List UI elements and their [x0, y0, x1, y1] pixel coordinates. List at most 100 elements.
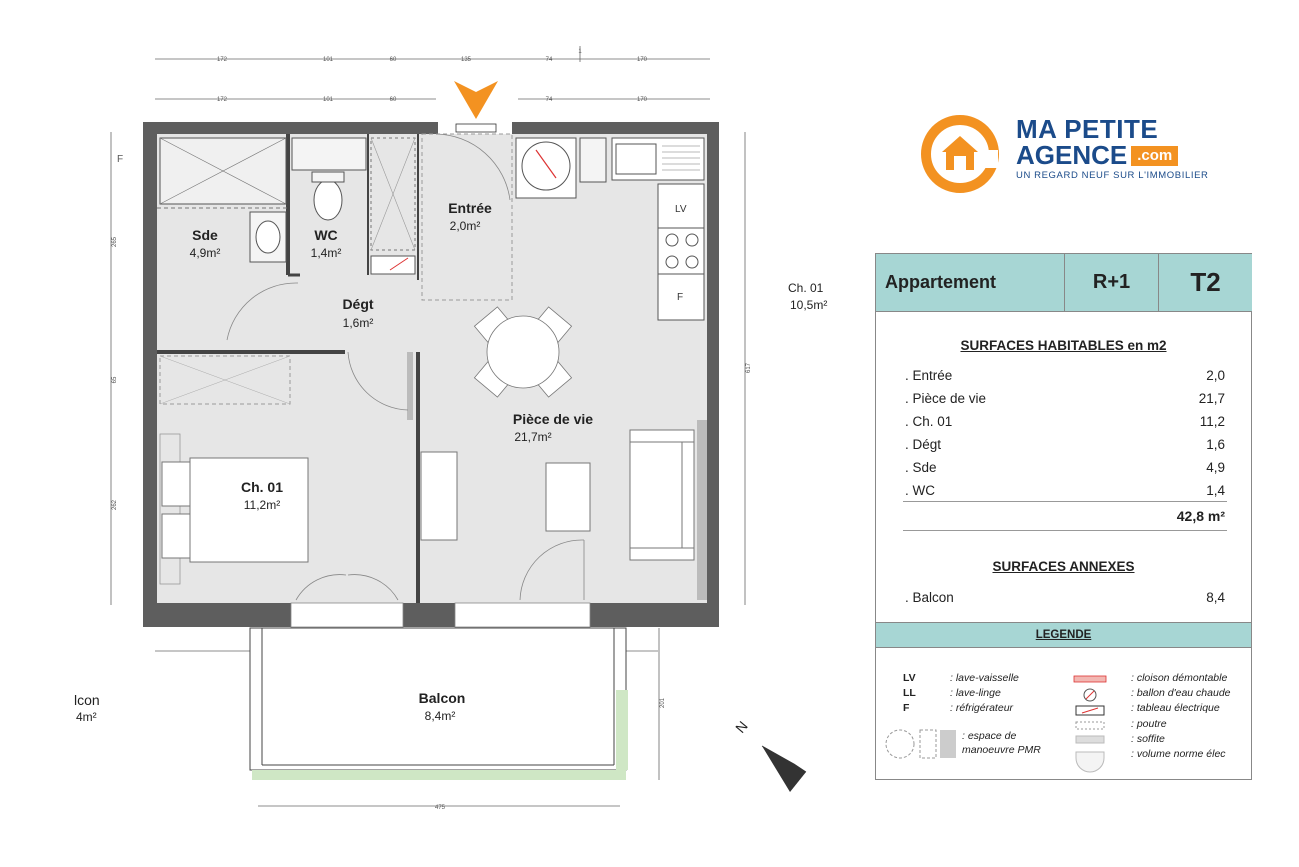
logo-line1: MA PETITE: [1016, 114, 1159, 144]
legend-desc: : lave-linge: [950, 687, 1001, 699]
floor-plan: 172 101 60 135 74 170 1 172 101 60 74 17…: [74, 46, 827, 811]
row-value: 4,9: [1206, 460, 1225, 475]
outside-ch01-area: 10,5m²: [790, 298, 827, 312]
row-value: 21,7: [1198, 391, 1225, 406]
dim-left-2: 65: [112, 376, 118, 383]
north-arrow-icon: N: [732, 718, 807, 792]
logo-badge: .com: [1131, 146, 1179, 166]
surfaces-panel: Appartement R+1 T2 SURFACES HABITABLES e…: [875, 253, 1252, 780]
room-sde-area: 4,9m²: [190, 246, 221, 260]
house-logo-icon: [921, 115, 999, 193]
habitable-total: 42,8 m²: [1176, 508, 1225, 524]
logo-line2-text: AGENCE: [1016, 140, 1128, 170]
legend-pmr: : espace de manoeuvre PMR: [962, 730, 1041, 756]
pmr-symbol-icon: [885, 729, 956, 759]
dining-table: [473, 306, 573, 398]
partition-icon: [1073, 675, 1107, 683]
room-wc-name: WC: [314, 227, 337, 243]
entrance-arrow-icon: [454, 81, 498, 119]
annexes-title: SURFACES ANNEXES: [992, 559, 1135, 574]
dim-top2-2: 101: [323, 97, 334, 103]
legend-title: LEGENDE: [1035, 629, 1092, 641]
legend-symbols: [1073, 675, 1107, 773]
room-ch01-area: 11,2m²: [244, 498, 280, 512]
room-ch01-name: Ch. 01: [241, 479, 283, 495]
dim-top2-4: 74: [546, 97, 553, 103]
habitable-title: SURFACES HABITABLES en m2: [960, 338, 1167, 353]
row-value: 2,0: [1206, 368, 1225, 383]
legend-symbol-desc: : tableau électrique: [1131, 702, 1220, 714]
lv-mark: LV: [675, 204, 687, 215]
legend-header: LEGENDE: [876, 622, 1251, 648]
legend-symbol-desc: : soffite: [1131, 733, 1165, 745]
interior-walls: [157, 134, 420, 603]
row-value: 1,4: [1206, 483, 1225, 498]
dimension-lines-top: [155, 46, 710, 100]
balcony-slab: [249, 627, 627, 771]
room-piece-area: 21,7m²: [514, 430, 551, 444]
dim-top2-5: 170: [637, 97, 648, 103]
dim-right: 617: [746, 362, 752, 373]
soffit-icon: [1075, 735, 1105, 744]
dim-top-4: 135: [461, 57, 472, 63]
outside-ch01-name: Ch. 01: [788, 281, 824, 295]
room-sde-name: Sde: [192, 227, 218, 243]
room-piece-name: Pièce de vie: [513, 411, 593, 427]
row-label: . Sde: [905, 460, 937, 475]
room-balcon-area: 8,4m²: [425, 709, 456, 723]
dim-left-3: 262: [112, 499, 118, 510]
room-entree-area: 2,0m²: [450, 219, 481, 233]
room-balcon-name: Balcon: [419, 690, 466, 706]
divider: [903, 501, 1227, 502]
row-value: 11,2: [1199, 414, 1225, 429]
row-label: . WC: [905, 483, 935, 498]
row-label: . Ch. 01: [905, 414, 953, 429]
panel-header: Appartement R+1 T2: [876, 254, 1252, 312]
legend-symbol-desc: : cloison démontable: [1131, 672, 1228, 684]
agency-logo: MA PETITE AGENCE.com UN REGARD NEUF SUR …: [918, 112, 1218, 198]
legend-code: LV: [903, 672, 916, 684]
logo-line2: AGENCE.com: [1016, 140, 1179, 171]
electric-panel-icon: [1075, 705, 1105, 716]
room-degt-name: Dégt: [342, 296, 373, 312]
row-label: . Balcon: [905, 590, 954, 605]
row-label: . Pièce de vie: [905, 391, 987, 406]
apartment-typology: T2: [1159, 254, 1252, 311]
apartment-level: R+1: [1065, 254, 1159, 311]
outside-balcon-name: lcon: [74, 692, 100, 708]
electric-volume-icon: [1075, 751, 1105, 773]
legend-code: LL: [903, 687, 916, 699]
fridge-mark-left: F: [117, 154, 123, 165]
dim-top-2: 101: [323, 57, 334, 63]
row-label: . Dégt: [905, 437, 942, 452]
room-entree-name: Entrée: [448, 200, 492, 216]
legend-desc: : réfrigérateur: [950, 702, 1014, 714]
exterior-walls: [143, 122, 719, 627]
room-degt-area: 1,6m²: [343, 316, 374, 330]
entrance-door-marker: [455, 123, 497, 133]
dim-top-marker: 1: [578, 49, 582, 55]
dim-left-1: 265: [112, 236, 118, 247]
room-wc-area: 1,4m²: [311, 246, 342, 260]
row-label: . Entrée: [905, 368, 953, 383]
apartment-label: Appartement: [876, 254, 1065, 311]
dim-top2-3: 60: [390, 97, 397, 103]
logo-tagline: UN REGARD NEUF SUR L'IMMOBILIER: [1016, 170, 1209, 181]
dim-top-1: 172: [217, 57, 228, 63]
legend-symbol-desc: : ballon d'eau chaude: [1131, 687, 1231, 699]
divider: [903, 530, 1227, 531]
dim-top-5: 74: [546, 57, 553, 63]
legend-code: F: [903, 702, 910, 714]
row-value: 8,4: [1206, 590, 1225, 605]
dim-top-3: 60: [390, 57, 397, 63]
row-value: 1,6: [1206, 437, 1225, 452]
beam-icon: [1075, 721, 1105, 730]
dim-balcony-depth: 201: [660, 697, 666, 708]
water-heater-icon: [1083, 688, 1097, 702]
legend-symbol-desc: : volume norme élec: [1131, 748, 1226, 760]
dim-top-6: 170: [637, 57, 648, 63]
north-mark: N: [732, 718, 751, 736]
dim-top2-1: 172: [217, 97, 228, 103]
f-mark: F: [677, 292, 683, 303]
outside-balcon-area: 4m²: [76, 710, 97, 724]
